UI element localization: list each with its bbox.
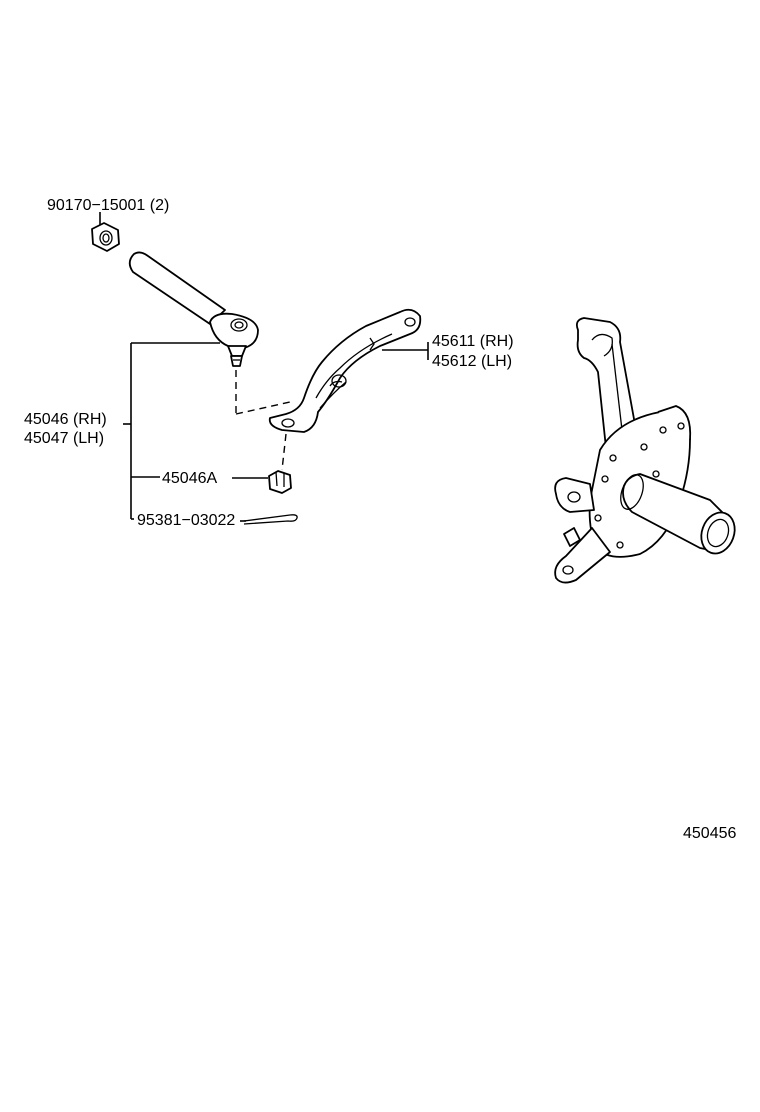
leader-lines: [123, 342, 429, 522]
label-nut-top: 90170−15001 (2): [47, 197, 169, 214]
knuckle-arm-part: [268, 308, 422, 433]
label-cotter-pin: 95381−03022: [137, 512, 235, 529]
label-knuckle-arm-rh: 45611 (RH): [432, 333, 514, 350]
steering-knuckle-part: [554, 317, 736, 584]
assembly-dashes: [235, 370, 291, 471]
lock-nut-part: [91, 222, 120, 252]
label-knuckle-arm-lh: 45612 (LH): [432, 353, 512, 370]
cotter-pin-part: [243, 514, 298, 525]
label-castle-nut: 45046A: [162, 470, 217, 487]
tie-rod-end-part: [128, 251, 259, 367]
castle-nut-part: [268, 470, 292, 494]
label-tie-rod-lh: 45047 (LH): [24, 430, 104, 447]
label-tie-rod-rh: 45046 (RH): [24, 411, 107, 428]
figure-id: 450456: [683, 825, 736, 842]
